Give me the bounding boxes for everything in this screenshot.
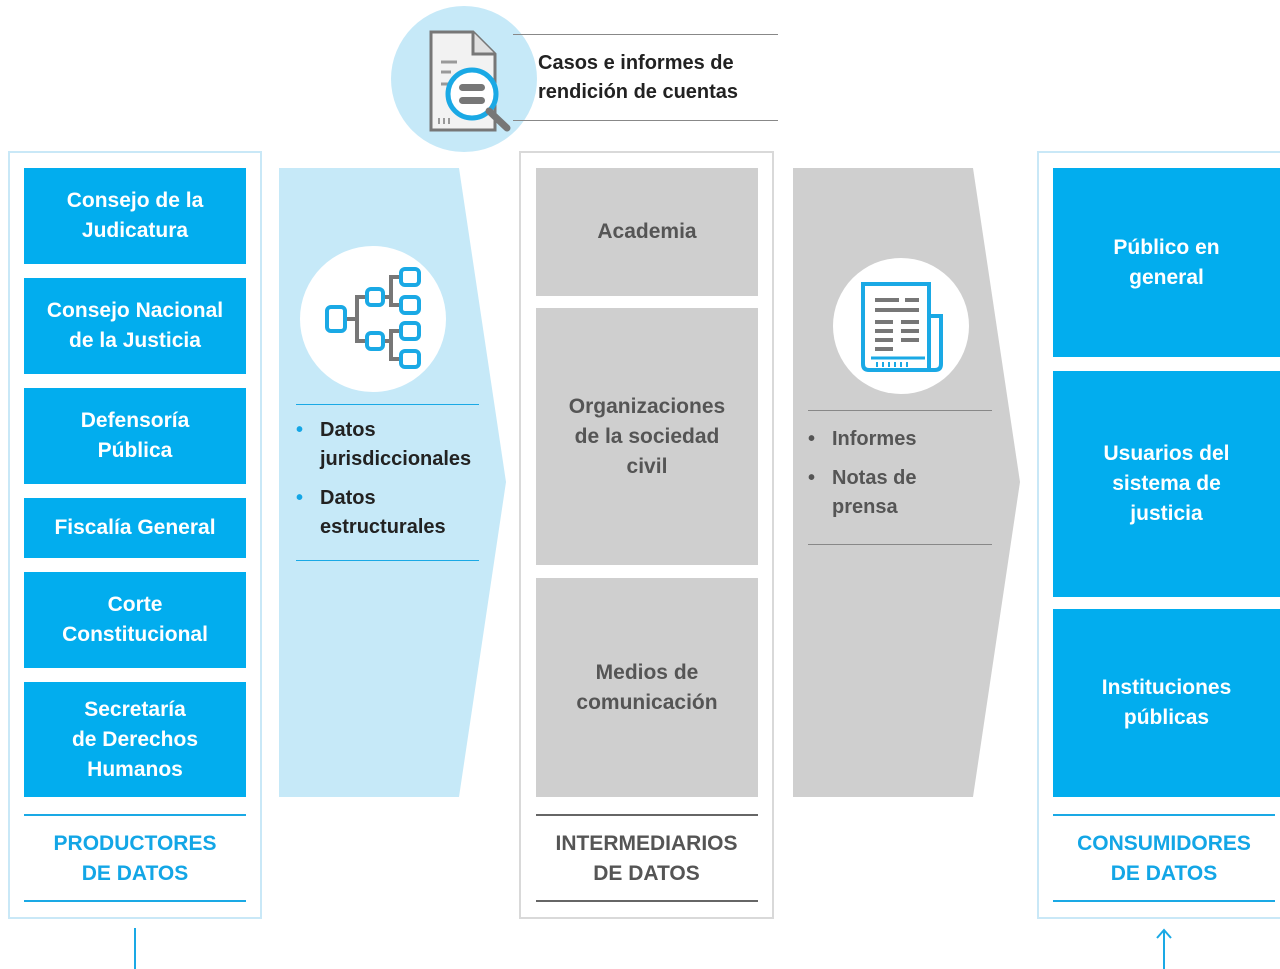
consumers-label: CONSUMIDORES DE DATOS <box>1077 832 1251 885</box>
list-item: •Informes <box>808 428 917 450</box>
newspaper-icon <box>833 258 969 394</box>
producer-box: Consejo de la Judicatura <box>24 168 246 264</box>
producer-box: Consejo Nacional de la Justicia <box>24 278 246 374</box>
producers-label: PRODUCTORES DE DATOS <box>53 832 217 885</box>
data-flow-list: •Datos jurisdiccionales •Datos estructur… <box>296 416 496 552</box>
intermediaries-label: INTERMEDIARIOS DE DATOS <box>555 832 738 885</box>
intermediaries-label-rule-bottom <box>536 900 758 902</box>
producer-box: Secretaría de Derechos Humanos <box>24 682 246 797</box>
data-flow-rule-top <box>296 404 479 405</box>
document-search-icon <box>391 6 537 152</box>
consumer-box: Instituciones públicas <box>1053 609 1280 797</box>
intermediary-box: Medios de comunicación <box>536 578 758 797</box>
producers-connector-line <box>134 928 136 969</box>
data-hierarchy-icon <box>300 246 446 392</box>
consumers-label-rule-bottom <box>1053 900 1275 902</box>
reports-flow-list: •Informes •Notas de prensa <box>808 425 998 532</box>
reports-flow-rule-bottom <box>808 544 992 545</box>
consumer-box: Público en general <box>1053 168 1280 357</box>
producers-label-rule-top <box>24 814 246 816</box>
intermediary-box: Academia <box>536 168 758 296</box>
producers-column <box>8 151 262 919</box>
intermediaries-column <box>519 151 774 919</box>
producer-box: Fiscalía General <box>24 498 246 558</box>
top-label: Casos e informes de rendición de cuentas <box>538 52 739 103</box>
consumer-box: Usuarios del sistema de justicia <box>1053 371 1280 597</box>
data-flow-rule-bottom <box>296 560 479 561</box>
intermediaries-label-rule-top <box>536 814 758 816</box>
producers-label-rule-bottom <box>24 900 246 902</box>
top-label-rule-top <box>513 34 778 35</box>
intermediary-box: Organizaciones de la sociedad civil <box>536 308 758 565</box>
producer-box: Defensoría Pública <box>24 388 246 484</box>
top-label-rule-bottom <box>513 120 778 121</box>
reports-flow-rule-top <box>808 410 992 411</box>
list-item: •Datos estructurales <box>296 487 446 538</box>
consumers-column <box>1037 151 1280 919</box>
list-item: •Notas de prensa <box>808 467 917 518</box>
list-item: •Datos jurisdiccionales <box>296 419 472 470</box>
producer-box: Corte Constitucional <box>24 572 246 668</box>
consumers-label-rule-top <box>1053 814 1275 816</box>
consumers-connector-arrow <box>1156 928 1172 969</box>
